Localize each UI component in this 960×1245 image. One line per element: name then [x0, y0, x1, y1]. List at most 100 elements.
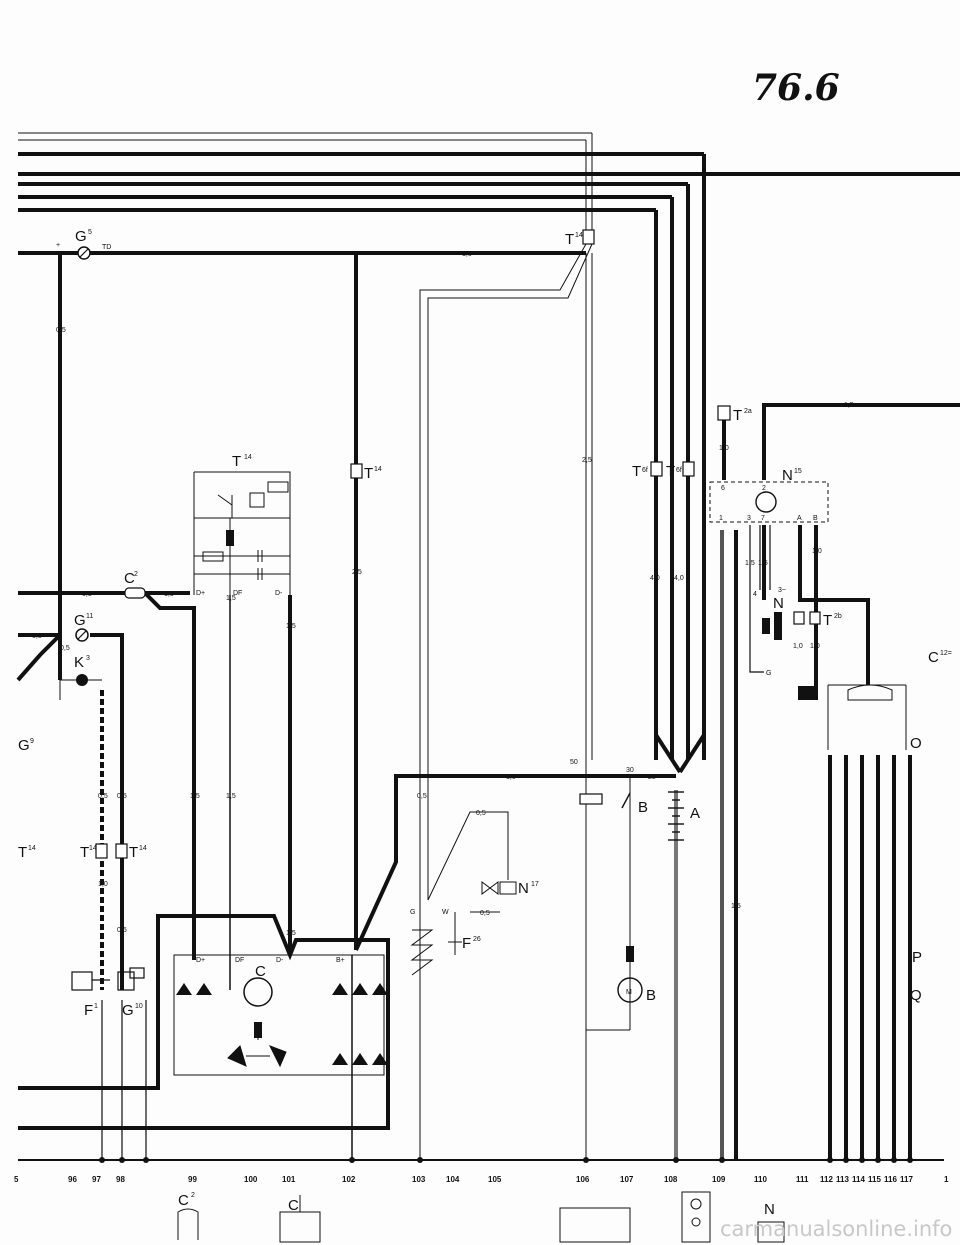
pin-4: 6 [721, 485, 725, 492]
label-c2-sup: 14 [244, 454, 252, 461]
label-f26-sup: 26 [473, 936, 481, 943]
senders [71, 967, 147, 1160]
ground-dots [99, 1157, 913, 1163]
label-a-battery: A [690, 805, 700, 822]
n-sensor-lines [749, 525, 771, 673]
gauge-label: 0,5 [82, 591, 92, 598]
gauge-label: 1,0 [719, 445, 729, 452]
gauge-label: 0,5 [476, 810, 486, 817]
connector-t14-b2 [115, 843, 128, 859]
label-plus: + [56, 242, 60, 249]
label-t2b: T [823, 612, 832, 629]
label-t2a: T [733, 407, 742, 424]
starter-coil [626, 946, 634, 962]
index-label: 96 [68, 1175, 77, 1184]
distributor-leads [827, 684, 912, 1160]
index-label: 105 [488, 1175, 502, 1184]
label-bp-c2: C [178, 1192, 189, 1209]
label-g11: G [74, 612, 86, 629]
pin-1: 7 [761, 515, 765, 522]
label-b-relay: B [638, 799, 648, 816]
regulator-c2 [193, 471, 291, 595]
index-label: 101 [282, 1175, 296, 1184]
gauge-label: 1,5 [226, 595, 236, 602]
label-g10-sup: 10 [135, 1003, 143, 1010]
label-n: N [773, 595, 784, 612]
fuel-gauge-g5 [77, 246, 91, 260]
connector-t6f-2 [682, 461, 695, 477]
gauge-label: 1,0 [98, 881, 108, 888]
coil-n-1 [762, 618, 770, 634]
label-t14-b0-sup: 14 [28, 845, 36, 852]
label-f26: F [462, 935, 471, 952]
regulator-coil [226, 530, 234, 546]
gauge-label: 2,5 [582, 457, 592, 464]
plug-n [798, 686, 818, 700]
gauge-label: 0,5 [480, 910, 490, 917]
label-k3-sup: 3 [86, 655, 90, 662]
battery-cells [668, 791, 684, 841]
gauge-label: 1,5 [226, 793, 236, 800]
gauge-label: 1,0 [812, 548, 822, 555]
pin-3: A [797, 515, 802, 522]
term-d-minus-2: D- [276, 957, 284, 964]
label-t14-top: T [565, 231, 574, 248]
gauge-label: 0,5 [32, 633, 42, 640]
label-f1-sup: 1 [94, 1003, 98, 1010]
index-label: 107 [620, 1175, 634, 1184]
connector-t14-top [582, 229, 595, 245]
label-bp-c: C [288, 1197, 299, 1214]
index-label: 112 [820, 1175, 833, 1184]
index-label: 1 [944, 1175, 949, 1184]
label-t14-left: C [124, 570, 135, 587]
label-c2: T [232, 453, 241, 470]
label-f1: F [84, 1002, 93, 1019]
gauge-label: 1,5 [286, 930, 296, 937]
label-t14-b2: T [129, 844, 138, 861]
label-t14-b0: T [18, 844, 27, 861]
index-label: 111 [796, 1175, 809, 1184]
gauge-label: 1,5 [190, 793, 200, 800]
label-c12: C [928, 649, 939, 666]
index-label: 104 [446, 1175, 460, 1184]
label-t6f-1: T [632, 463, 641, 480]
term-30: 30 [626, 767, 634, 774]
gauge-label: 1,5 [844, 402, 854, 409]
index-label: 102 [342, 1175, 356, 1184]
pin-7: B [813, 515, 818, 522]
connector-t14-left [124, 587, 146, 599]
gauge-label: 25 [648, 774, 656, 781]
label-n17: N [518, 880, 529, 897]
gauge-label: 1,5 [758, 560, 768, 567]
index-label: 98 [116, 1175, 125, 1184]
index-label: 97 [92, 1175, 101, 1184]
pin-2: 3 [747, 515, 751, 522]
label-t14-b1-sup: 14 [89, 845, 97, 852]
label-td: TD [102, 244, 111, 251]
ignition-parts [410, 811, 517, 1160]
label-na: 4 [753, 591, 757, 598]
index-label: 114 [852, 1175, 865, 1184]
gauge-label: 1,5 [286, 623, 296, 630]
gauge-label: 1,0 [793, 643, 803, 650]
label-n15: N [782, 467, 793, 484]
label-g9-sup: 9 [30, 738, 34, 745]
label-n15-sup: 15 [794, 468, 802, 475]
label-t6f-2: T [666, 463, 675, 480]
gauge-label: 0,5 [417, 793, 427, 800]
coil-n-2 [774, 612, 782, 640]
term-df-2: DF [235, 957, 244, 964]
term-w: W [442, 909, 449, 916]
term-b-plus: B+ [336, 957, 345, 964]
label-t14-mid: T [364, 465, 373, 482]
right-bus [722, 403, 960, 1160]
label-nb: G [766, 670, 771, 677]
module-n15 [709, 481, 829, 523]
gauge-label: 2,5 [352, 569, 362, 576]
label-t14-b2-sup: 14 [139, 845, 147, 852]
term-g: G [410, 909, 415, 916]
top-bus-lines [18, 132, 960, 950]
rectifier-diodes [176, 983, 388, 1065]
connector-t14-mid [350, 463, 363, 479]
